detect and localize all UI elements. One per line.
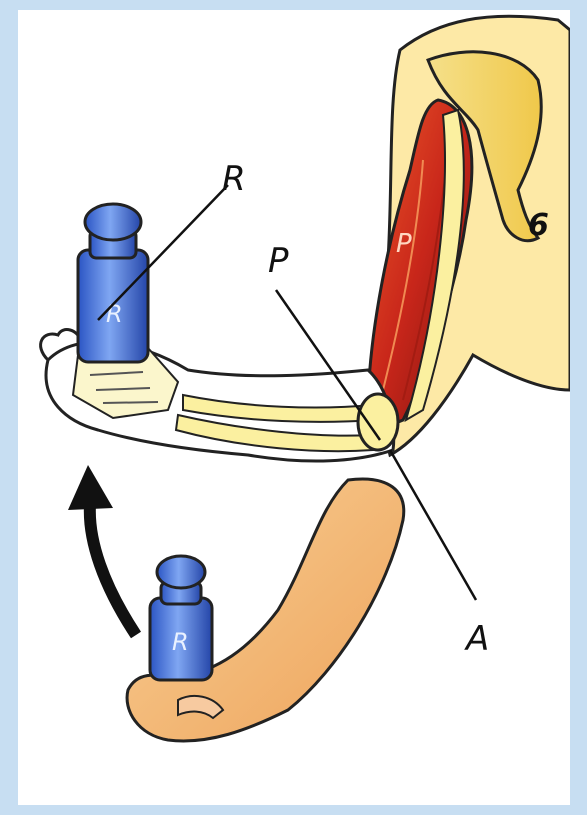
arm-lever-diagram: P R R R — [18, 10, 570, 805]
weight-upper: R — [78, 204, 148, 362]
load-label: R — [222, 159, 246, 199]
figure-number: 6 — [528, 208, 549, 243]
effort-label: P — [268, 241, 289, 281]
fulcrum-label: A — [464, 619, 489, 659]
weight-lower-label: R — [172, 628, 189, 656]
diagram-canvas: P R R R — [18, 10, 570, 805]
weight-lower: R — [150, 556, 212, 680]
muscle-label: P — [396, 229, 412, 259]
curved-up-arrow-icon — [68, 465, 136, 635]
elbow-joint — [358, 394, 398, 450]
